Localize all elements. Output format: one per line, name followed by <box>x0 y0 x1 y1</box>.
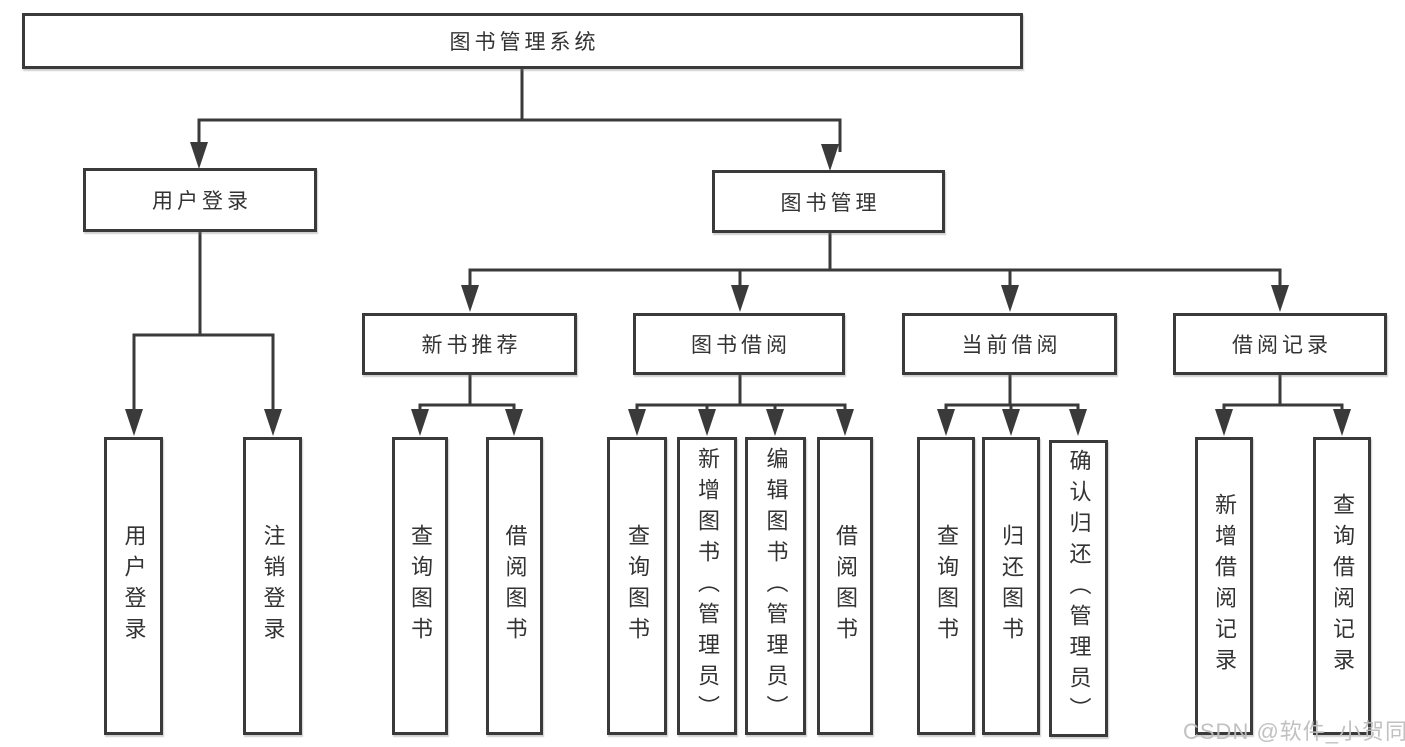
node-root: 图书管理系统 <box>22 13 1023 69</box>
node-ul-user-login: 用户登录 <box>104 437 163 735</box>
node-br-add-borrow-record: 新增借阅记录 <box>1195 437 1253 735</box>
node-borrowing-records: 借阅记录 <box>1173 313 1387 375</box>
node-bb-query-books: 查询图书 <box>607 437 667 735</box>
node-label: 查询图书 <box>625 524 650 648</box>
node-new-book-recommend: 新书推荐 <box>362 313 577 375</box>
node-label: 借阅图书 <box>833 524 858 648</box>
node-current-borrowing: 当前借阅 <box>902 313 1117 375</box>
watermark: CSDN @软件_小贺同学 <box>1183 719 1405 744</box>
node-cb-confirm-return-admin: 确认归还（管理员） <box>1049 440 1108 737</box>
node-br-query-borrow-record: 查询借阅记录 <box>1313 437 1371 735</box>
node-nbr-borrow-books: 借阅图书 <box>486 437 543 735</box>
node-cb-return-books: 归还图书 <box>982 437 1040 735</box>
node-label: 新增借阅记录 <box>1212 493 1237 679</box>
node-book-management: 图书管理 <box>712 170 945 233</box>
node-label: 新增图书（管理员） <box>695 446 720 726</box>
node-label: 用户登录 <box>121 524 147 648</box>
node-user-login: 用户登录 <box>83 168 317 232</box>
node-label: 确认归还（管理员） <box>1066 449 1092 728</box>
node-label: 编辑图书（管理员） <box>763 446 789 726</box>
node-label: 查询图书 <box>408 524 433 648</box>
node-label: 归还图书 <box>999 524 1024 648</box>
node-label: 查询借阅记录 <box>1330 493 1355 679</box>
node-label: 查询图书 <box>934 524 959 648</box>
node-book-borrowing: 图书借阅 <box>633 313 845 375</box>
node-nbr-query-books: 查询图书 <box>392 437 448 735</box>
node-bb-edit-books-admin: 编辑图书（管理员） <box>745 437 806 735</box>
node-ul-logout-login: 注销登录 <box>243 437 302 735</box>
node-label: 借阅图书 <box>502 524 528 648</box>
node-bb-borrow-books: 借阅图书 <box>817 437 873 735</box>
node-bb-add-books-admin: 新增图书（管理员） <box>677 437 737 735</box>
node-label: 注销登录 <box>260 524 286 648</box>
node-cb-query-books: 查询图书 <box>917 437 975 735</box>
